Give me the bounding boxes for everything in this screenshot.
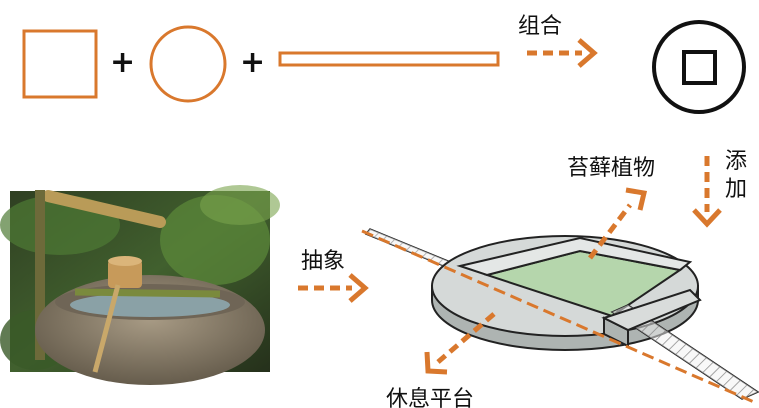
abstract-arrow	[298, 273, 369, 303]
plus-sign-1: +	[110, 45, 135, 80]
circle-outline-icon	[149, 25, 227, 103]
combine-label: 组合	[518, 14, 562, 39]
tsukubai-photo	[0, 185, 280, 385]
rest-platform-arrow	[424, 312, 496, 375]
add-arrow	[692, 156, 722, 228]
abstract-label: 抽象	[301, 249, 345, 274]
platform-diagram	[361, 228, 759, 404]
circle-with-square-icon	[652, 20, 746, 114]
combine-arrow	[527, 38, 598, 68]
moss-label: 苔藓植物	[567, 156, 655, 181]
square-outline-icon	[22, 29, 98, 99]
plus-sign-2: +	[240, 45, 265, 80]
moss-arrow	[588, 187, 648, 260]
rest-platform-label: 休息平台	[386, 387, 474, 408]
add-label-line1: 添	[725, 149, 747, 174]
bar-outline-icon	[278, 51, 500, 67]
add-label-line2: 加	[725, 177, 747, 202]
